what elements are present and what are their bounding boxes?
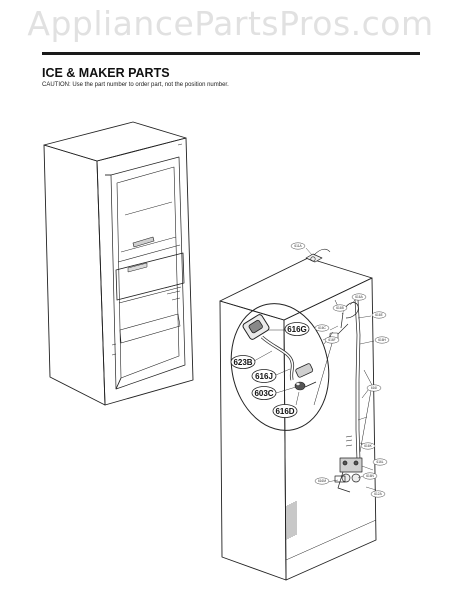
- callout-label: 623B: [233, 358, 252, 367]
- callout-label: 616H: [378, 338, 386, 342]
- detail-leader-lines: [253, 329, 300, 406]
- callout-label: 612A: [374, 492, 382, 496]
- callout-603C: 603C: [251, 386, 277, 400]
- callout-label: 616C: [318, 326, 326, 330]
- callout-612A: 612A: [370, 490, 386, 498]
- rear-vent-grille: [285, 501, 297, 540]
- callout-611A: 611A: [290, 242, 306, 250]
- callout-label: 616F: [328, 338, 335, 342]
- callout-label: 616I: [371, 386, 377, 390]
- callout-label: 611A: [294, 244, 302, 248]
- callout-label: 616K: [364, 444, 372, 448]
- callout-616F: 616F: [324, 336, 340, 344]
- part-leader-lines: [305, 247, 377, 491]
- callout-616I: 616I: [366, 384, 382, 392]
- callout-label: 616E: [375, 313, 382, 317]
- callout-616A: 616A: [351, 293, 367, 301]
- callout-616L: 616L: [372, 458, 388, 466]
- callout-616G: 616G: [284, 322, 310, 336]
- detail-view-ellipse: [230, 303, 334, 431]
- callout-616D: 616D: [272, 404, 298, 418]
- callout-616C: 616C: [314, 324, 330, 332]
- watermark-text: AppliancePartsPros.com: [27, 4, 434, 43]
- callout-label: 616L: [376, 460, 383, 464]
- callout-label: 603C: [254, 389, 273, 398]
- callout-616M: 616M: [314, 477, 330, 485]
- refrigerator-cabinet-left: [43, 121, 194, 406]
- callout-616H: 616H: [374, 336, 390, 344]
- header-rule: [42, 52, 420, 55]
- callout-label: 616G: [287, 325, 307, 334]
- callout-label: 616M: [318, 479, 326, 483]
- page-title: ICE & MAKER PARTS: [42, 66, 170, 80]
- callout-label: 616N: [366, 474, 374, 478]
- callout-616B: 616B: [332, 304, 348, 312]
- callout-label: 616B: [336, 306, 343, 310]
- callout-616J: 616J: [251, 369, 277, 383]
- callout-label: 616D: [275, 407, 294, 416]
- callout-label: 616J: [255, 372, 273, 381]
- water-valve-assembly: [334, 457, 363, 493]
- callout-616K: 616K: [360, 442, 376, 450]
- callout-label: 616A: [355, 295, 363, 299]
- callout-623B: 623B: [230, 355, 256, 369]
- refrigerator-rear-right: [219, 248, 377, 581]
- callout-616N: 616N: [362, 472, 378, 480]
- callout-616E: 616E: [371, 311, 387, 319]
- caution-note: CAUTION: Use the part number to order pa…: [42, 82, 229, 88]
